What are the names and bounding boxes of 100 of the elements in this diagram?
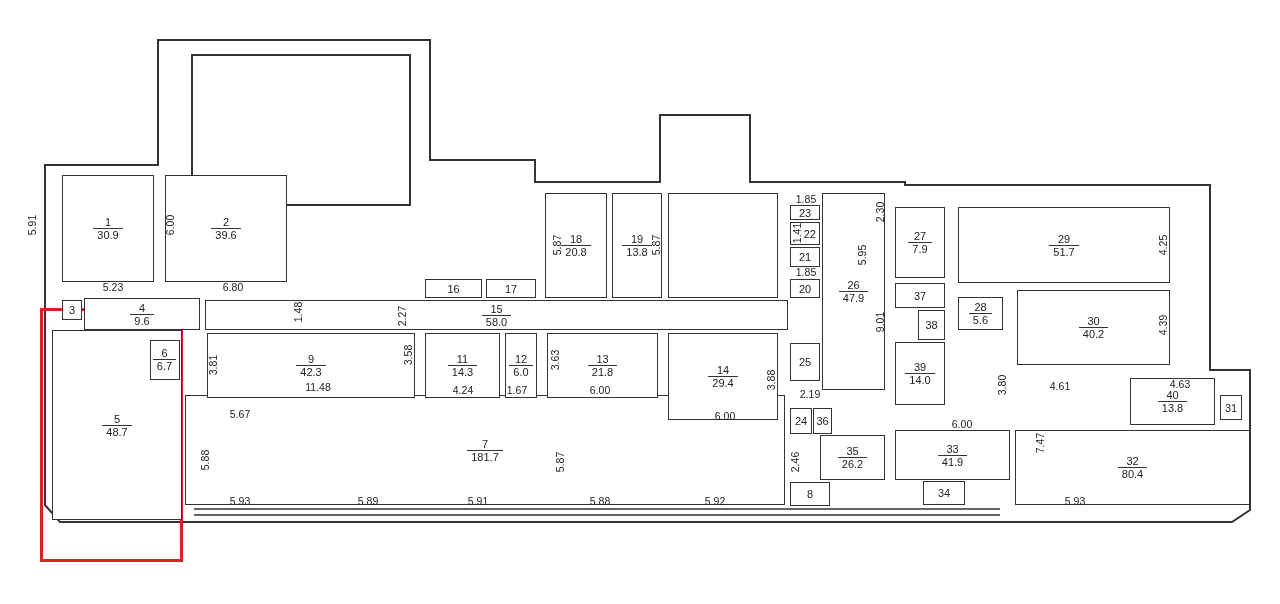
room-area: 26.2 <box>837 457 868 470</box>
room-number: 12 <box>514 353 528 365</box>
room-number: 34 <box>937 487 951 499</box>
room-area: 21.8 <box>587 365 618 378</box>
dimension-label: 4.39 <box>1157 314 1169 336</box>
room <box>790 205 820 220</box>
dimension-label: 3.63 <box>549 349 561 371</box>
room-area: 47.9 <box>838 291 869 304</box>
dimension-label: 4.61 <box>1049 380 1071 392</box>
dimension-label: 9.01 <box>874 311 886 333</box>
room-number: 26 <box>847 279 860 291</box>
room <box>1017 290 1170 365</box>
dimension-label: 2.19 <box>799 388 821 400</box>
room-number: 21 <box>798 251 812 263</box>
room-area: 41.9 <box>937 454 968 468</box>
room <box>1220 395 1242 420</box>
dimension-label: 4.63 <box>1169 378 1191 390</box>
room <box>425 333 500 398</box>
room-area: 181.7 <box>467 449 503 463</box>
room-area: 20.8 <box>561 245 591 258</box>
room-number: 9 <box>307 353 315 365</box>
room <box>62 175 154 282</box>
room-area: 80.4 <box>1117 467 1148 480</box>
dimension-label: 2.27 <box>396 305 408 327</box>
dimension-label: 4.25 <box>1157 234 1169 256</box>
room-number: 31 <box>1224 401 1238 414</box>
room <box>895 207 945 278</box>
dimension-label: 4.24 <box>452 384 474 396</box>
room-number: 33 <box>946 442 959 455</box>
room <box>895 283 945 308</box>
room-number: 20 <box>798 282 812 295</box>
room-number: 27 <box>913 230 927 242</box>
room-number: 28 <box>974 301 987 313</box>
room-number: 1 <box>104 216 112 228</box>
room-number: 30 <box>1087 315 1100 327</box>
dimension-label: 5.88 <box>589 495 611 507</box>
room <box>668 333 778 420</box>
room-number: 11 <box>456 353 469 365</box>
room <box>790 279 820 298</box>
room-number: 22 <box>803 227 816 240</box>
room-area: 58.0 <box>481 314 512 328</box>
room-area: 13.8 <box>622 245 652 258</box>
dimension-label: 6.00 <box>589 384 611 396</box>
room <box>612 193 662 298</box>
room-number: 23 <box>798 206 812 219</box>
room-number: 5 <box>113 412 121 425</box>
room <box>52 330 182 520</box>
room-number: 18 <box>569 233 583 245</box>
dimension-label: 6.00 <box>164 214 176 236</box>
dimension-label: 6.00 <box>951 418 973 430</box>
dimension-label: 5.92 <box>704 495 726 507</box>
dimension-label: 11.48 <box>305 381 331 393</box>
room-number: 7 <box>481 437 489 450</box>
room <box>822 193 885 390</box>
dimension-label: 3.80 <box>996 374 1008 396</box>
room-area: 7.9 <box>908 242 932 255</box>
room-number: 37 <box>913 289 927 302</box>
dimension-label: 5.91 <box>467 495 489 507</box>
room-number: 2 <box>222 216 230 228</box>
dimension-label: 1.41 <box>791 222 803 244</box>
room-number: 19 <box>630 233 644 245</box>
room-number: 39 <box>913 361 927 373</box>
room-number: 32 <box>1126 455 1139 467</box>
dimension-label: 2.30 <box>874 201 886 223</box>
room <box>1015 430 1250 505</box>
room-number: 36 <box>816 415 829 427</box>
dimension-label: 5.87 <box>551 234 563 256</box>
room-number: 15 <box>490 302 503 315</box>
room <box>820 435 885 480</box>
room-area: 14.3 <box>447 365 478 378</box>
room-number: 13 <box>596 353 609 365</box>
dimension-label: 5.89 <box>357 495 379 507</box>
room-number: 14 <box>716 364 730 376</box>
room-number: 24 <box>794 415 808 427</box>
room-number: 4 <box>138 301 146 314</box>
room <box>425 279 482 298</box>
room-area: 29.4 <box>708 376 738 389</box>
room <box>790 482 830 506</box>
dimension-label: 7.47 <box>1034 432 1046 454</box>
room <box>205 300 788 330</box>
room <box>547 333 658 398</box>
dimension-label: 2.46 <box>789 451 801 473</box>
room <box>165 175 287 282</box>
room <box>545 193 607 298</box>
dimension-label: 5.87 <box>650 234 662 256</box>
room-area: 5.6 <box>968 313 993 326</box>
room-number: 8 <box>806 488 814 500</box>
dimension-label: 5.93 <box>229 495 251 507</box>
room <box>813 408 832 434</box>
dimension-label: 5.95 <box>856 244 868 266</box>
dimension-label: 3.81 <box>207 354 219 376</box>
room-area: 6.7 <box>152 359 177 372</box>
dimension-label: 5.91 <box>26 214 38 236</box>
room <box>958 297 1003 330</box>
room-area: 9.6 <box>130 313 154 327</box>
room-number: 40 <box>1166 389 1179 401</box>
room <box>505 333 537 398</box>
dimension-label: 5.67 <box>229 408 251 420</box>
room <box>84 298 200 330</box>
room <box>958 207 1170 283</box>
